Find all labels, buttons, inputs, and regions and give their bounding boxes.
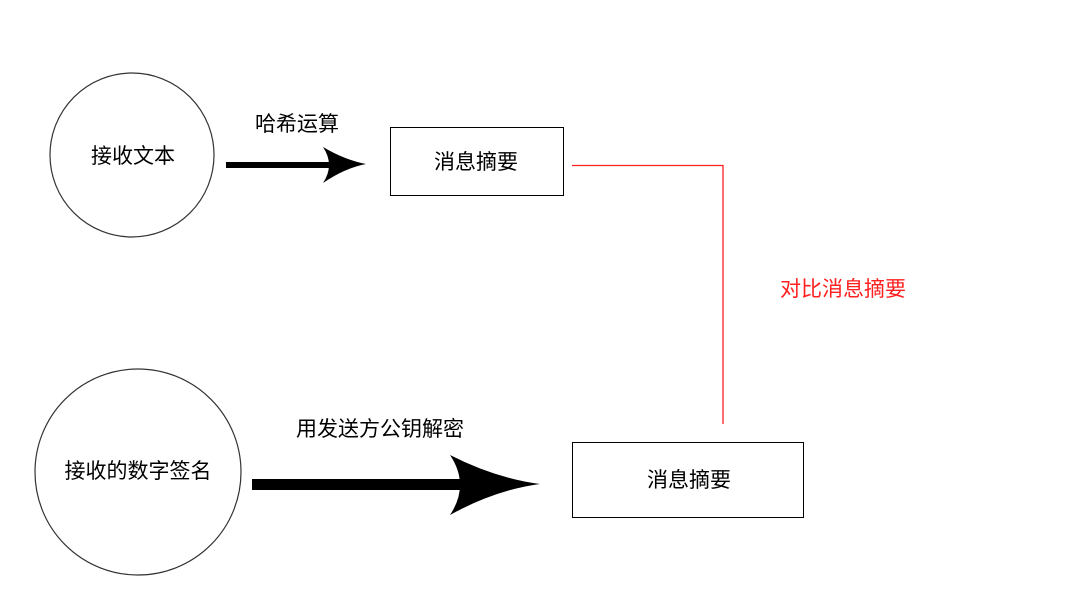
received-signature-node — [34, 368, 242, 576]
received-text-label: 接收文本 — [91, 144, 175, 168]
received-signature-label: 接收的数字签名 — [64, 459, 212, 483]
digest-bottom-label: 消息摘要 — [647, 468, 731, 492]
decrypt-arrow — [252, 455, 540, 515]
digest-top-node — [390, 127, 564, 196]
digest-top-label: 消息摘要 — [434, 150, 518, 174]
compare-connector — [572, 164, 724, 424]
decrypt-edge-label: 用发送方公钥解密 — [296, 417, 464, 441]
received-text-node — [49, 72, 215, 238]
compare-edge-label: 对比消息摘要 — [780, 277, 906, 301]
hash-edge-label: 哈希运算 — [255, 112, 339, 136]
hash-arrow — [226, 147, 366, 183]
digest-bottom-node — [572, 442, 804, 518]
